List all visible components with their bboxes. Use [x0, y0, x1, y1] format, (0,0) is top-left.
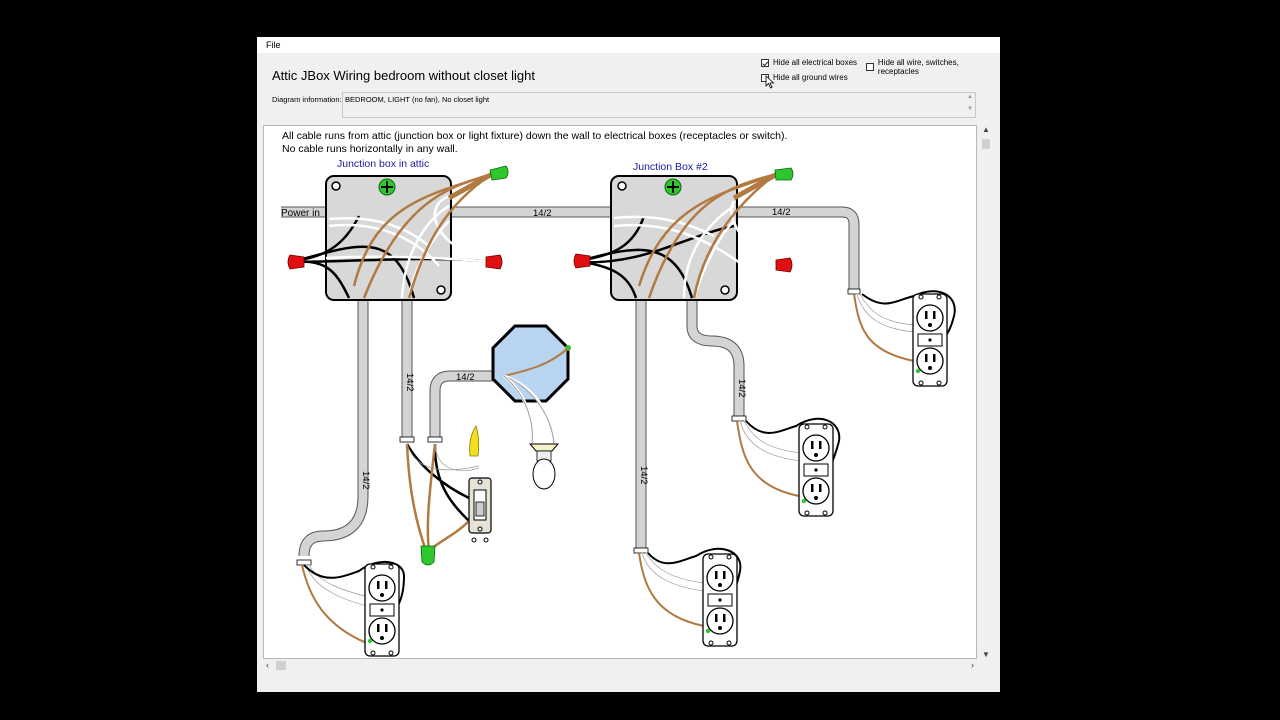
red-wire-nut-icon — [485, 254, 503, 270]
diagram-note-2: No cable runs horizontally in any wall. — [282, 143, 458, 155]
scroll-right-icon[interactable]: › — [971, 660, 974, 670]
jbox2-label: Junction Box #2 — [633, 161, 708, 173]
hide-boxes-checkbox[interactable]: Hide all electrical boxes — [761, 58, 857, 67]
receptacle[interactable] — [638, 547, 742, 647]
page-title: Attic JBox Wiring bedroom without closet… — [272, 68, 535, 83]
scroll-down-icon[interactable]: ▼ — [982, 650, 990, 659]
green-wire-nut-icon — [489, 165, 509, 181]
ceiling-light-fixture[interactable] — [491, 324, 571, 490]
receptacle[interactable] — [853, 290, 956, 387]
red-wire-nut-icon — [573, 253, 591, 269]
light-switch[interactable] — [405, 425, 492, 566]
red-wire-nut-icon — [775, 257, 793, 273]
light-bulb-icon — [528, 443, 560, 490]
scroll-thumb[interactable] — [276, 661, 286, 670]
receptacle[interactable] — [736, 417, 841, 517]
scroll-thumb[interactable] — [982, 139, 990, 149]
checkbox-checked-icon[interactable] — [761, 58, 769, 67]
mouse-cursor-icon — [765, 75, 775, 89]
power-in-label: Power in — [281, 208, 320, 219]
hide-wires-label: Hide all wire, switches, receptacles — [877, 58, 959, 76]
info-scrollbar[interactable]: ▲ ▼ — [965, 93, 975, 117]
scroll-up-icon[interactable]: ▲ — [967, 94, 973, 100]
hide-boxes-label: Hide all electrical boxes — [773, 58, 858, 67]
diagram-info-value: BEDROOM, LIGHT (no fan), No closet light — [345, 95, 490, 104]
diagram-canvas[interactable]: All cable runs from attic (junction box … — [263, 125, 977, 659]
red-wire-nut-icon — [287, 254, 305, 270]
ground-screw-icon — [664, 178, 682, 196]
cable-label: 14/2 — [456, 372, 475, 383]
diagram-note-1: All cable runs from attic (junction box … — [282, 130, 787, 142]
horizontal-scrollbar[interactable]: ‹ › — [263, 659, 977, 673]
cable-labels: Power in 14/2 14/2 14/2 14/2 14/2 14/2 1… — [281, 207, 791, 490]
conduit-runs — [281, 206, 861, 566]
cable-label: 14/2 — [533, 208, 552, 219]
receptacle[interactable] — [301, 560, 406, 657]
diagram-info-field[interactable]: BEDROOM, LIGHT (no fan), No closet light… — [342, 92, 976, 118]
menu-bar: File — [257, 37, 1000, 53]
file-menu[interactable]: File — [266, 40, 281, 50]
cable-label: 14/2 — [736, 379, 747, 398]
cable-label: 14/2 — [772, 207, 791, 218]
junction-box-attic[interactable] — [290, 170, 496, 301]
green-wire-nut-icon — [774, 167, 794, 181]
app-window: File Attic JBox Wiring bedroom without c… — [257, 37, 1000, 692]
hide-ground-label: Hide all ground wires — [773, 73, 848, 82]
wiring-diagram: All cable runs from attic (junction box … — [281, 130, 956, 657]
jbox1-label: Junction box in attic — [337, 158, 429, 170]
wire-nuts — [287, 165, 794, 273]
scroll-down-icon[interactable]: ▼ — [967, 106, 973, 112]
yellow-wire-nut-icon — [469, 425, 480, 457]
cable-label: 14/2 — [360, 471, 371, 490]
scroll-up-icon[interactable]: ▲ — [982, 125, 990, 134]
hide-ground-checkbox[interactable]: Hide all ground wires — [761, 73, 848, 82]
ground-screw-icon — [378, 178, 396, 196]
hide-wires-checkbox[interactable]: Hide all wire, switches, receptacles — [866, 58, 1000, 76]
green-wire-nut-icon — [420, 545, 436, 566]
junction-box-2[interactable] — [575, 170, 781, 301]
checkbox-unchecked-icon[interactable] — [761, 73, 769, 82]
scroll-left-icon[interactable]: ‹ — [266, 660, 269, 670]
cable-label: 14/2 — [638, 466, 649, 485]
diagram-info-label: Diagram information: — [272, 95, 342, 104]
cable-label: 14/2 — [404, 373, 415, 392]
checkbox-unchecked-icon[interactable] — [866, 63, 874, 71]
vertical-scrollbar[interactable]: ▲ ▼ — [979, 125, 993, 659]
